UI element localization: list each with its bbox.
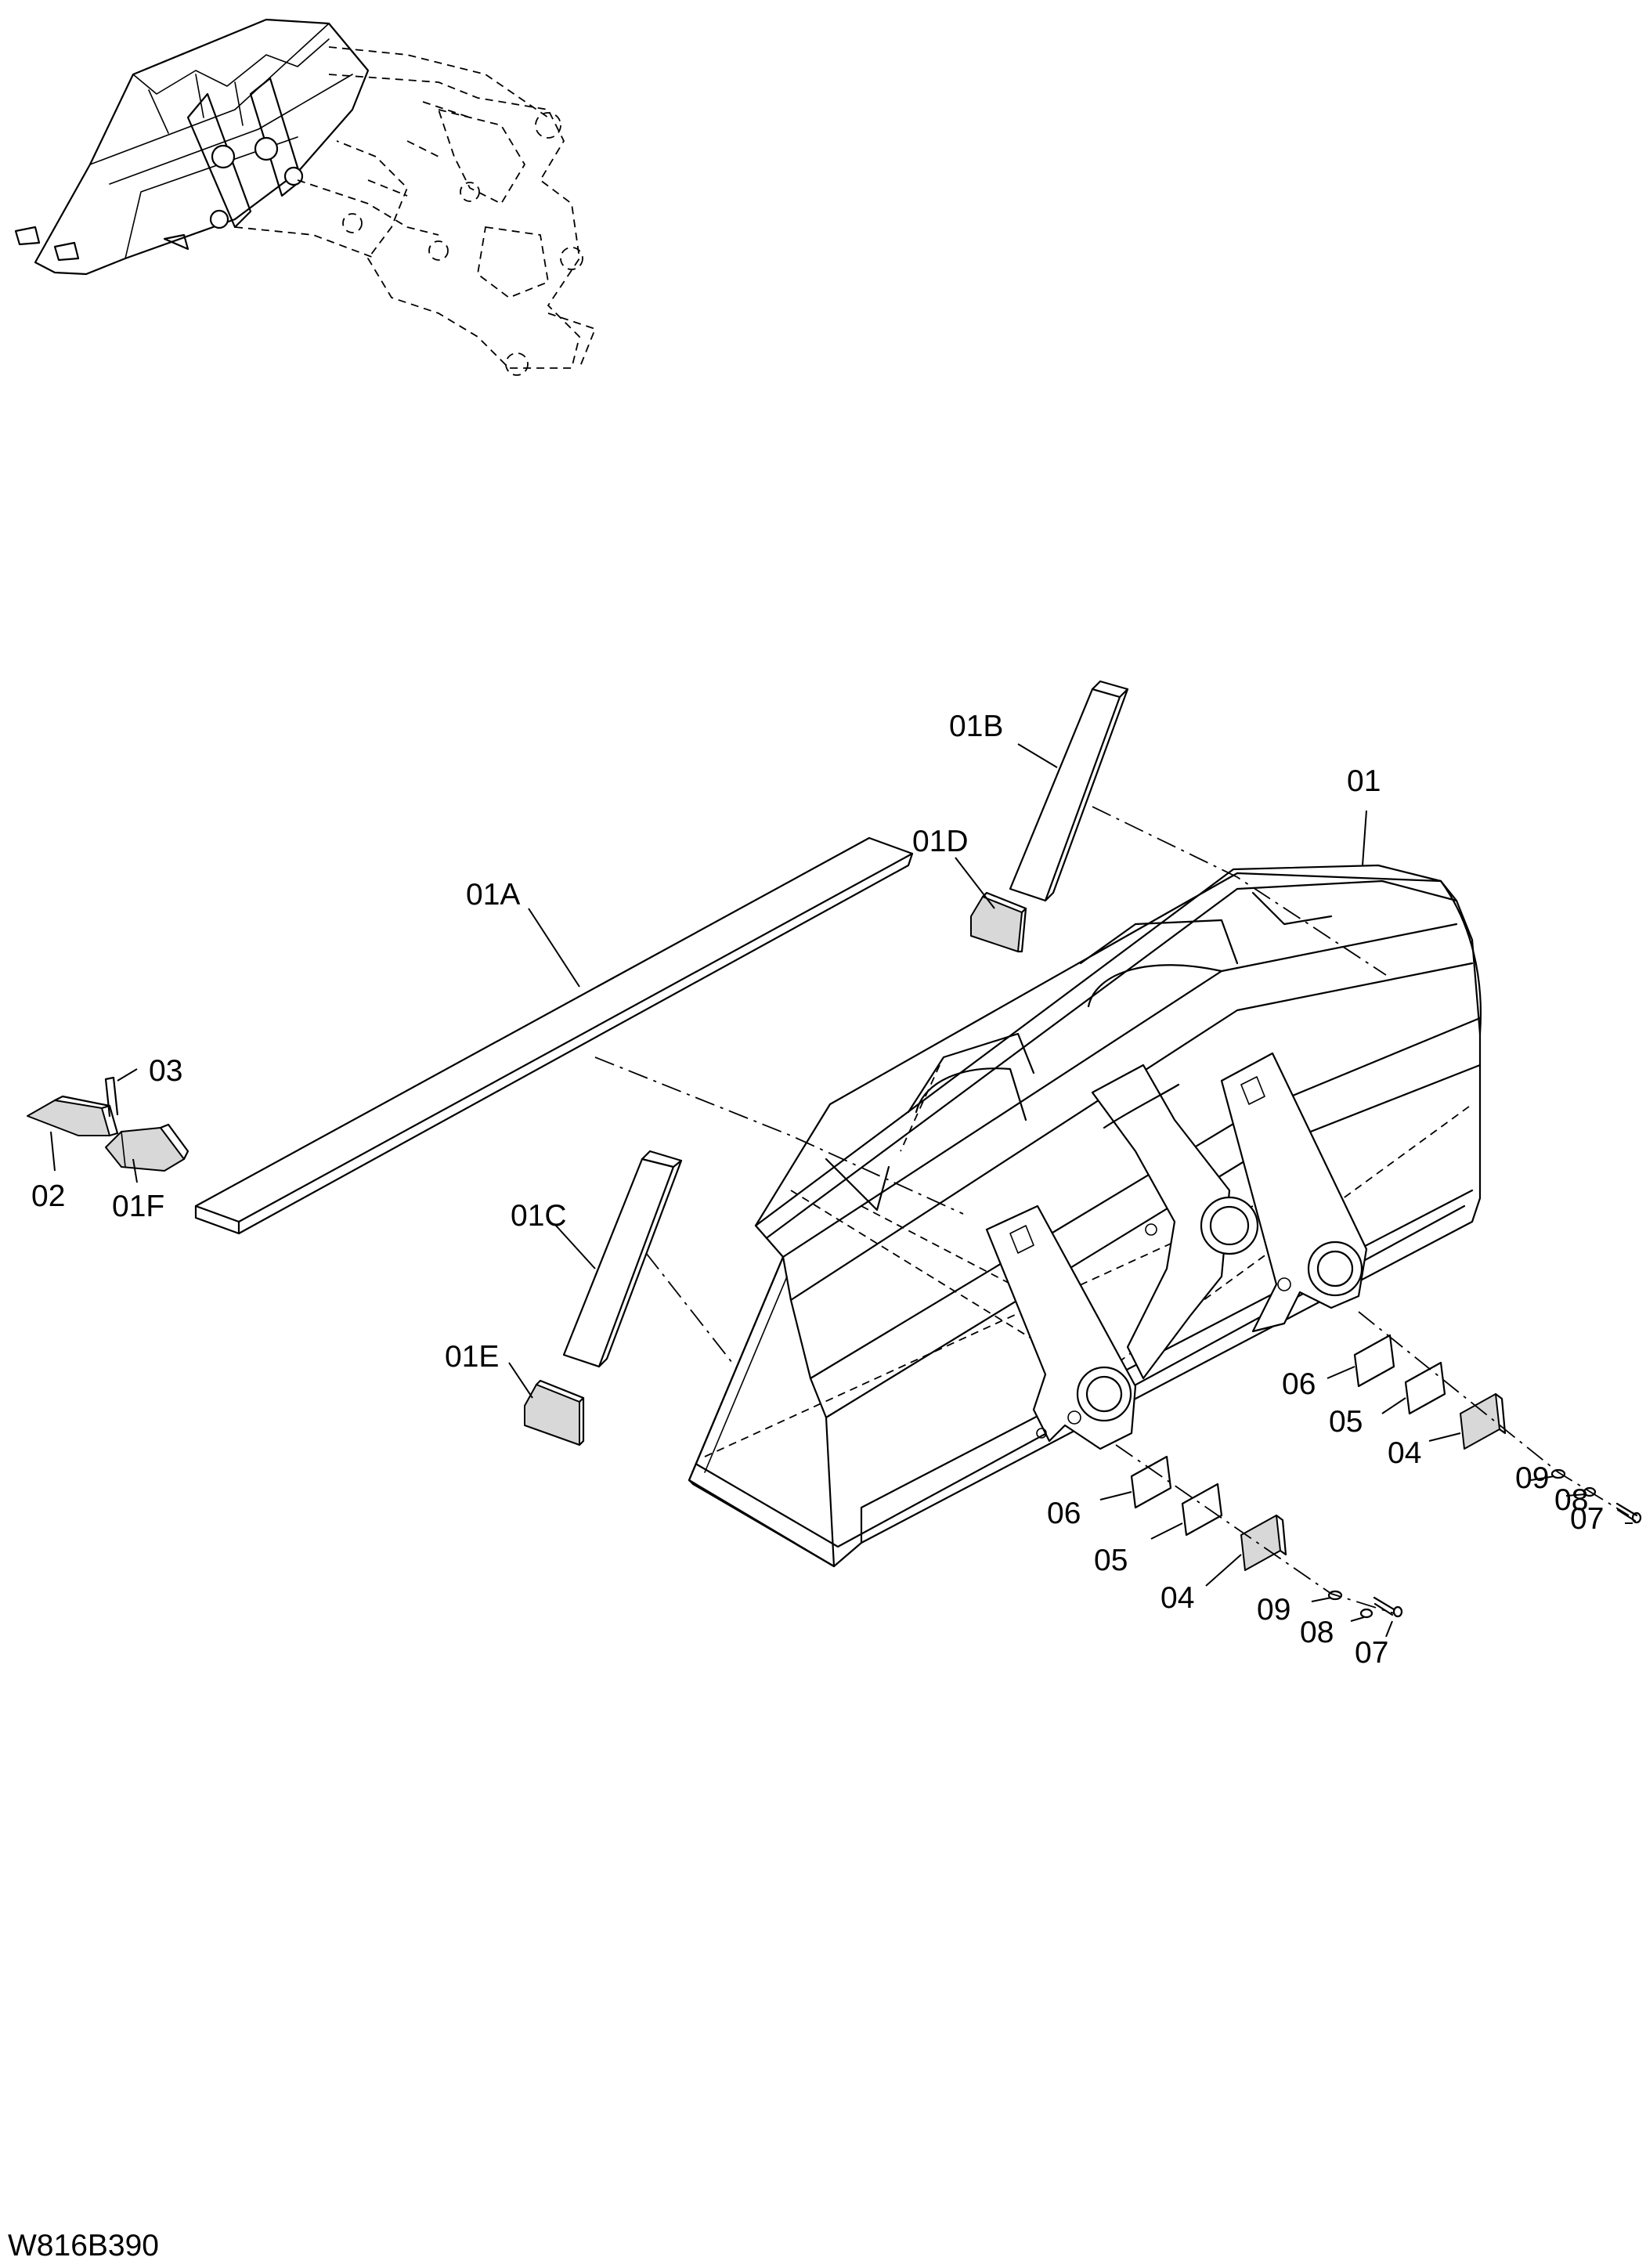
part-01D-block xyxy=(970,891,1027,953)
part-01C-side-plate xyxy=(562,1150,683,1368)
part-01E-block xyxy=(524,1379,585,1446)
overview-inset xyxy=(14,18,597,376)
shim-set-left xyxy=(1130,1455,1403,1619)
part-labels: 01 01A 01B 01C 01D 01E 01F 02 03 06 05 0… xyxy=(31,710,1604,1670)
shim-set-right xyxy=(1353,1334,1642,1524)
assembly-lines xyxy=(594,806,1630,1614)
label-09-left: 09 xyxy=(1257,1593,1290,1627)
part-02-tooth xyxy=(27,1095,119,1137)
part-01F-adapter xyxy=(105,1123,190,1172)
label-02: 02 xyxy=(31,1179,65,1213)
part-03-pin xyxy=(104,1076,119,1118)
label-03: 03 xyxy=(149,1054,182,1088)
label-01C: 01C xyxy=(511,1199,567,1233)
label-06-right: 06 xyxy=(1282,1367,1316,1401)
label-07-right: 07 xyxy=(1570,1502,1604,1536)
label-07-left: 07 xyxy=(1355,1636,1388,1670)
part-01A-cutting-edge xyxy=(194,836,914,1235)
label-01D: 01D xyxy=(912,825,969,858)
label-06-left: 06 xyxy=(1047,1497,1081,1530)
label-05-right: 05 xyxy=(1329,1405,1363,1439)
part-01B-side-plate xyxy=(1009,680,1129,902)
leader-lines xyxy=(50,743,1633,1638)
drawing-code: W816B390 xyxy=(8,2229,159,2263)
label-08-right: 08 xyxy=(1554,1483,1588,1517)
label-01B: 01B xyxy=(949,710,1003,743)
label-08-left: 08 xyxy=(1300,1616,1334,1649)
label-01F: 01F xyxy=(112,1190,164,1223)
label-09-right: 09 xyxy=(1515,1461,1549,1495)
bucket-01 xyxy=(688,864,1482,1568)
bucket-arms xyxy=(985,1052,1368,1450)
label-04-right: 04 xyxy=(1388,1436,1421,1470)
label-04-left: 04 xyxy=(1161,1581,1194,1615)
label-01: 01 xyxy=(1347,764,1381,798)
label-05-left: 05 xyxy=(1094,1544,1128,1577)
overview-frame xyxy=(234,46,597,376)
label-01A: 01A xyxy=(466,878,520,912)
label-01E: 01E xyxy=(445,1340,499,1374)
